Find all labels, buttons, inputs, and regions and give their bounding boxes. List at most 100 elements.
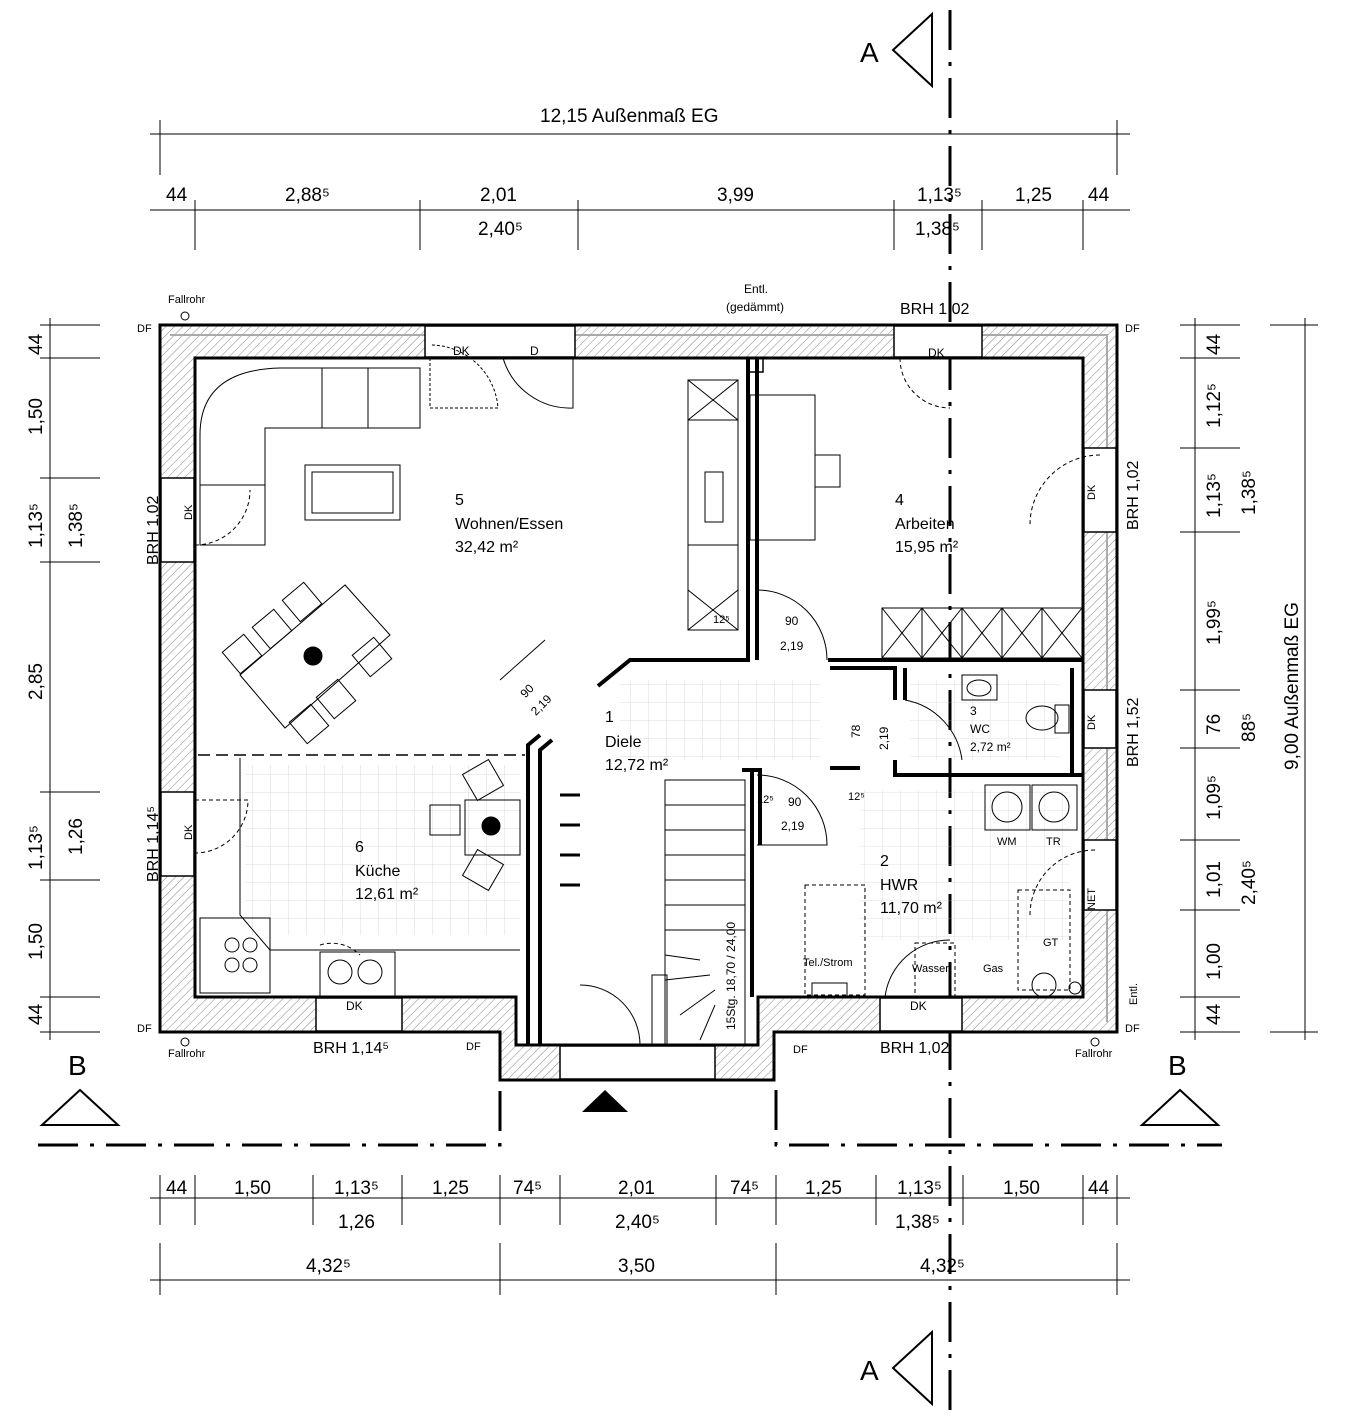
df-tl: DF — [137, 323, 152, 335]
room-3-name: WC — [970, 722, 990, 736]
dk-left-top: DK — [183, 504, 195, 520]
df-bmr: DF — [793, 1044, 808, 1056]
dim-bot-6: 2,01 — [618, 1178, 655, 1199]
desk — [749, 394, 1083, 659]
df-bl: DF — [137, 1023, 152, 1035]
section-a-bottom: A — [860, 1329, 933, 1407]
dim-top-4: 3,99 — [717, 185, 754, 206]
dim-top-7: 44 — [1088, 185, 1110, 206]
dim-bot-11: 44 — [1088, 1178, 1110, 1199]
dim-bot-14: 1,38⁵ — [895, 1212, 940, 1233]
dim-bot-15: 4,32⁵ — [306, 1256, 351, 1277]
section-line-b — [38, 1090, 1222, 1147]
dim-bot-8: 1,25 — [805, 1178, 842, 1199]
dim-bot-9: 1,13⁵ — [897, 1178, 942, 1199]
dim-bot-17: 4,32⁵ — [920, 1256, 965, 1277]
room-5-num: 5 — [455, 492, 464, 509]
wasser-label: Wasser — [912, 963, 949, 975]
hall-tiles — [620, 680, 820, 760]
door-swings — [194, 344, 1101, 1046]
dk-bottom-left: DK — [346, 999, 363, 1013]
tv-cabinet — [687, 379, 739, 631]
dim-bot-7: 74⁵ — [730, 1178, 759, 1199]
brh-right-top: BRH 1,02 — [1125, 461, 1142, 530]
gedaemmt-label: (gedämmt) — [726, 300, 784, 314]
brh-bottom-left: BRH 1,14⁵ — [313, 1040, 389, 1057]
entrance-arrow — [582, 1090, 628, 1112]
net-label: NET — [1086, 888, 1098, 910]
df-br: DF — [1125, 1023, 1140, 1035]
dim-right-8: 1,00 — [1204, 943, 1225, 980]
section-b-right-label: B — [1168, 1050, 1187, 1081]
dim-right-2: 1,12⁵ — [1204, 383, 1225, 428]
dim-bot-1: 44 — [166, 1178, 188, 1199]
room-2-area: 11,70 m² — [880, 900, 943, 917]
dim-219-wc: 2,19 — [877, 726, 891, 750]
dk-right-top: DK — [1086, 484, 1098, 500]
dimension-texts: 12,15 Außenmaß EG 44 2,88⁵ 2,01 3,99 1,1… — [26, 106, 1303, 1277]
section-a-bottom-label: A — [860, 1355, 879, 1386]
kitchen-counter — [199, 758, 521, 998]
dim-left-9: 1,26 — [66, 818, 87, 855]
dim-left-8: 1,38⁵ — [66, 503, 87, 548]
fallrohr-br: Fallrohr — [1075, 1048, 1113, 1060]
dim-bot-4: 1,25 — [432, 1178, 469, 1199]
dim-right-1: 44 — [1204, 333, 1225, 355]
dim-top-8: 2,40⁵ — [478, 219, 523, 240]
door-90-arbeiten: 90 — [785, 614, 799, 628]
brh-left-top: BRH 1,02 — [145, 496, 162, 565]
dim-left-6: 1,50 — [26, 923, 47, 960]
room-6-num: 6 — [355, 839, 364, 856]
dim-78: 78 — [849, 724, 863, 738]
dim-right-6: 1,09⁵ — [1204, 775, 1225, 820]
interior-walls — [198, 358, 1083, 1045]
dining-table — [221, 581, 393, 745]
dim-overall-width: 12,15 Außenmaß EG — [540, 106, 719, 127]
dim-bot-12: 1,26 — [338, 1212, 375, 1233]
dim-right-10: 1,38⁵ — [1239, 470, 1260, 515]
door-219-arbeiten: 2,19 — [780, 639, 804, 653]
dim-right-12: 2,40⁵ — [1239, 860, 1260, 905]
dim-125-b: 12⁵ — [757, 794, 774, 806]
dim-left-5: 1,13⁵ — [26, 825, 47, 870]
fallrohr-tl: Fallrohr — [168, 294, 206, 306]
wc-tiles — [910, 680, 1060, 760]
dim-125-c: 12⁵ — [848, 791, 865, 803]
dim-right-5: 76 — [1204, 714, 1225, 735]
dim-right-4: 1,99⁵ — [1204, 600, 1225, 645]
dim-overall-depth: 9,00 Außenmaß EG — [1282, 602, 1303, 770]
brh-top: BRH 1,02 — [900, 301, 969, 318]
room-3-area: 2,72 m² — [970, 740, 1011, 754]
d-top: D — [530, 344, 539, 358]
dim-bot-3: 1,13⁵ — [334, 1178, 379, 1199]
dim-bot-10: 1,50 — [1003, 1178, 1040, 1199]
room-6-name: Küche — [355, 863, 400, 880]
brh-bottom-right: BRH 1,02 — [880, 1040, 949, 1057]
room-6-area: 12,61 m² — [355, 886, 419, 903]
misc-labels: Fallrohr Fallrohr Fallrohr DF DF DF DF D… — [137, 282, 1140, 1060]
dim-top-1: 44 — [166, 185, 188, 206]
stairs — [560, 779, 746, 1046]
brh-right-middle: BRH 1,52 — [1125, 698, 1142, 767]
fallrohr-bl: Fallrohr — [168, 1048, 206, 1060]
dim-right-11: 88⁵ — [1239, 713, 1260, 742]
dimension-lines — [40, 120, 1318, 1295]
door-90-diele: 90 — [517, 681, 537, 701]
room-1-num: 1 — [605, 709, 614, 726]
room-5-name: Wohnen/Essen — [455, 516, 563, 533]
entl-right: Entl. — [1128, 983, 1140, 1005]
hwr-fixtures — [804, 784, 1082, 999]
dk-top-right: DK — [928, 346, 945, 360]
dim-bot-16: 3,50 — [618, 1256, 655, 1277]
dim-left-7: 44 — [26, 1003, 47, 1025]
entl-top: Entl. — [744, 282, 768, 296]
dim-right-3: 1,13⁵ — [1204, 473, 1225, 518]
section-b-left: B — [39, 1050, 121, 1126]
room-1-area: 12,72 m² — [605, 757, 669, 774]
room-1-name: Diele — [605, 734, 642, 751]
room-4-name: Arbeiten — [895, 516, 955, 533]
dim-right-7: 1,01 — [1204, 861, 1225, 898]
wm-label: WM — [997, 836, 1017, 848]
section-a-top-label: A — [860, 37, 879, 68]
dim-bot-5: 74⁵ — [513, 1178, 542, 1199]
